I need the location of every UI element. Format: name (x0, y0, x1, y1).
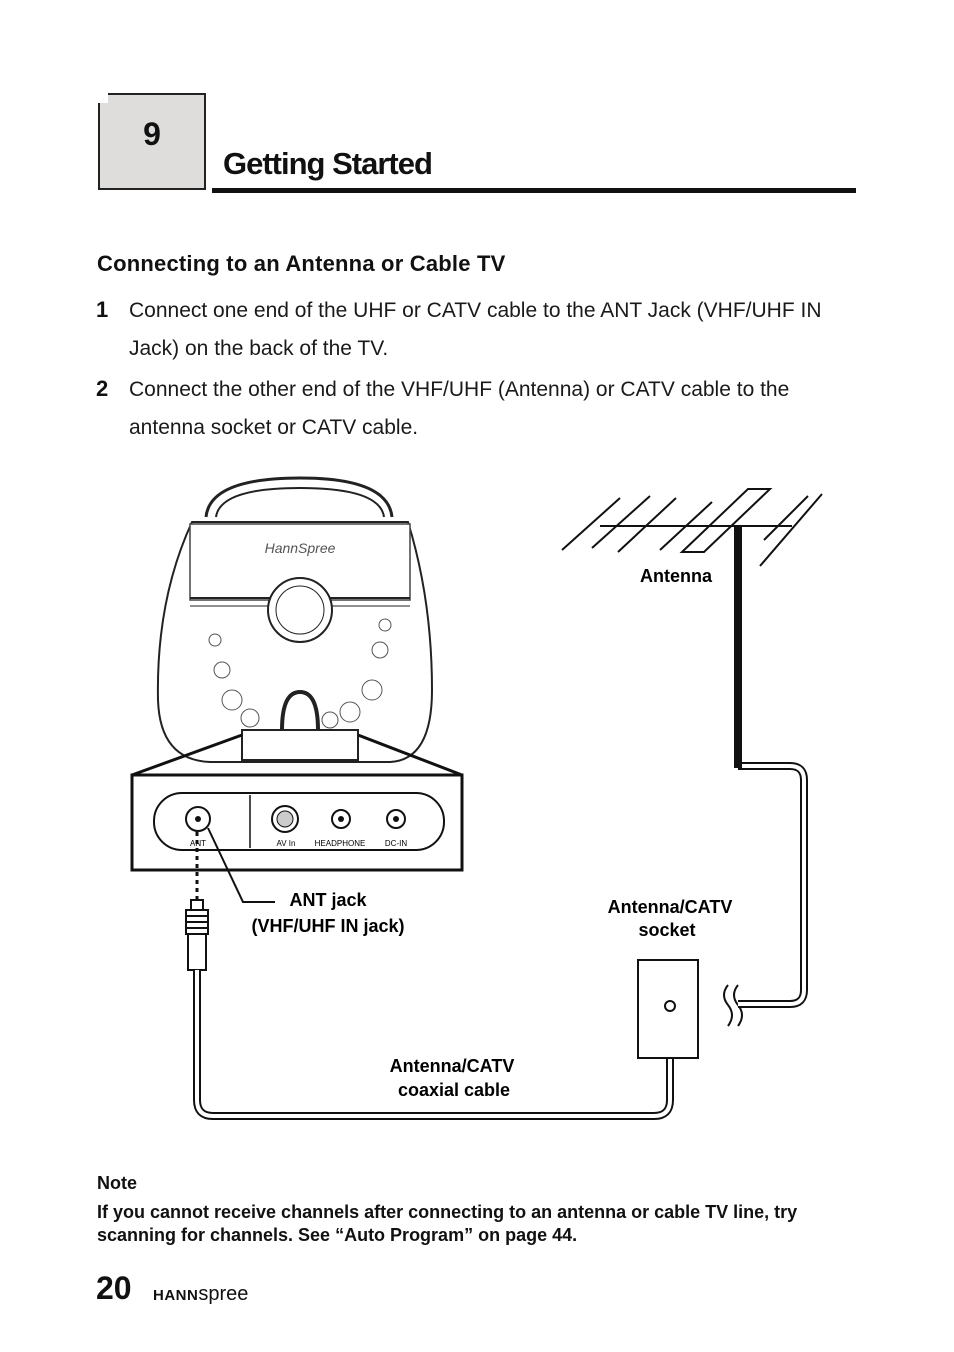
chapter-tab-notch (96, 91, 108, 103)
page-number: 20 (96, 1270, 132, 1306)
brand-light: spree (198, 1283, 249, 1305)
antenna-label: Antenna (640, 566, 713, 586)
tv-logo: HannSpree (265, 540, 336, 556)
cable-label-line1: Antenna/CATV (390, 1056, 515, 1076)
note-text: If you cannot receive channels after con… (97, 1202, 798, 1245)
port-label-av-in: AV In (277, 839, 296, 848)
tv-illustration (156, 476, 434, 763)
note-heading: Note (97, 1173, 137, 1193)
chapter-title: Getting Started (223, 146, 433, 181)
brand-bold: HANN (153, 1287, 199, 1304)
ant-jack-label-line1: ANT jack (289, 890, 367, 910)
port-label-headphone: HEADPHONE (315, 839, 366, 848)
step-1-number: 1 (96, 297, 109, 322)
socket-label-line1: Antenna/CATV (608, 897, 733, 917)
wall-socket (637, 959, 699, 1059)
chapter-tab (98, 93, 206, 190)
brand-logo: HANNspree (153, 1283, 248, 1306)
socket-label-line2: socket (638, 920, 695, 940)
ant-jack-label-line2: (VHF/UHF IN jack) (251, 916, 404, 936)
connection-diagram: HannSpree ANT AV In HEADPHONE DC-IN ANT … (130, 476, 823, 1120)
chapter-number: 9 (143, 116, 161, 152)
coax-connector (185, 899, 209, 971)
step-2-number: 2 (96, 376, 109, 401)
section-title: Connecting to an Antenna or Cable TV (97, 251, 506, 276)
step-1-text: Connect one end of the UHF or CATV cable… (129, 299, 822, 360)
antenna-illustration (561, 488, 823, 768)
cable-label-line2: coaxial cable (398, 1080, 510, 1100)
rear-panel (130, 773, 464, 872)
chapter-rule (212, 188, 856, 193)
step-2-text: Connect the other end of the VHF/UHF (An… (129, 378, 790, 439)
port-label-dc-in: DC-IN (385, 839, 407, 848)
